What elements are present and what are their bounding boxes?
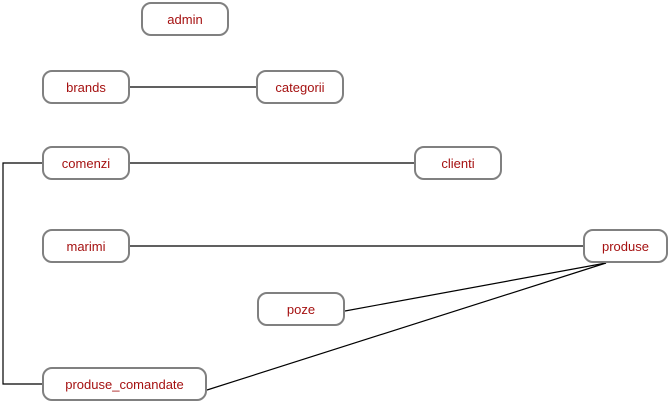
- node-label-marimi: marimi: [66, 238, 106, 254]
- edge-poze-produse: [344, 262, 607, 312]
- node-clienti[interactable]: clienti: [414, 146, 502, 180]
- node-poze[interactable]: poze: [257, 292, 345, 326]
- node-label-brands: brands: [66, 79, 106, 95]
- node-label-produse: produse: [602, 238, 649, 254]
- node-produse_comandate[interactable]: produse_comandate: [42, 367, 207, 401]
- node-label-comenzi: comenzi: [61, 155, 111, 171]
- node-label-admin: admin: [167, 11, 203, 27]
- node-marimi[interactable]: marimi: [42, 229, 130, 263]
- edge-produse_comandate-produse: [206, 262, 607, 391]
- node-label-categorii: categorii: [275, 79, 325, 95]
- node-label-produse_comandate: produse_comandate: [65, 376, 184, 392]
- node-label-clienti: clienti: [441, 155, 475, 171]
- node-produse[interactable]: produse: [583, 229, 668, 263]
- node-brands[interactable]: brands: [42, 70, 130, 104]
- node-label-poze: poze: [286, 301, 316, 317]
- edge-comenzi-produse_comandate: [2, 162, 42, 385]
- node-admin[interactable]: admin: [141, 2, 229, 36]
- node-comenzi[interactable]: comenzi: [42, 146, 130, 180]
- node-categorii[interactable]: categorii: [256, 70, 344, 104]
